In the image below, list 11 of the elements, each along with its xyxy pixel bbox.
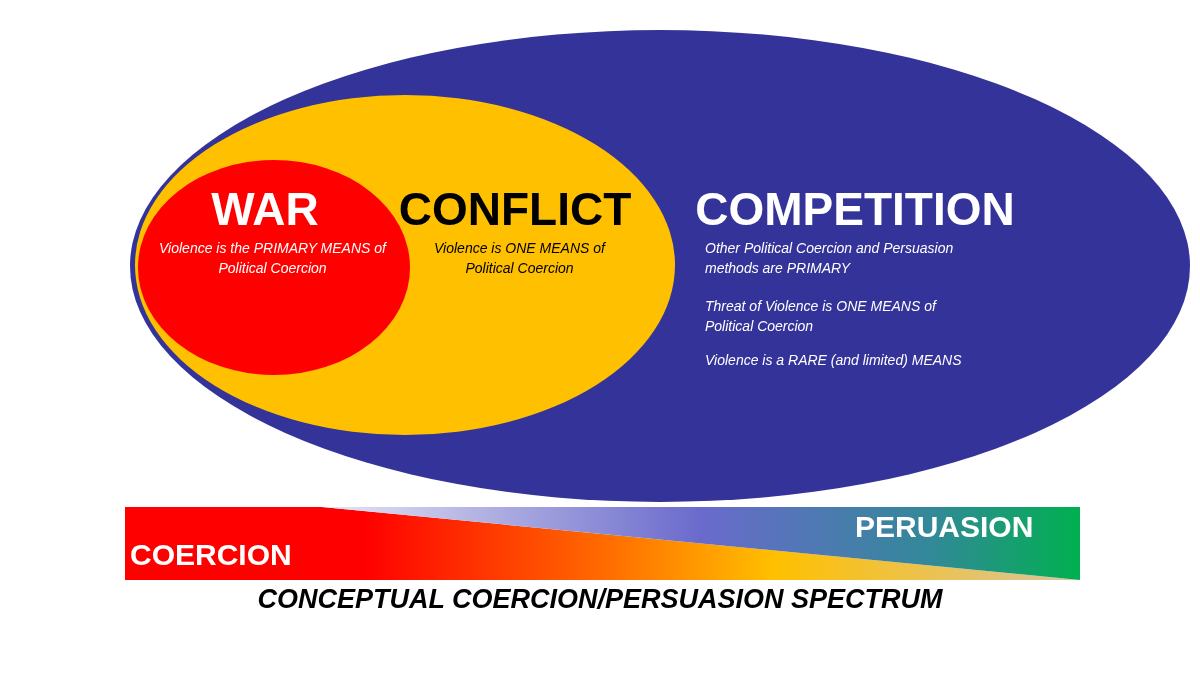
spectrum-end-label: COERCION xyxy=(130,540,292,570)
description-text: Violence is ONE MEANS of Political Coercion xyxy=(433,239,607,279)
spectrum-end-label: PERUASION xyxy=(855,512,1034,542)
spectrum-caption: CONCEPTUAL COERCION/PERSUASION SPECTRUM xyxy=(256,586,944,613)
ellipse-heading: CONFLICT xyxy=(397,186,633,232)
description-text: Violence is the PRIMARY MEANS of Political Coercion xyxy=(158,239,388,279)
description-text: Threat of Violence is ONE MEANS of Political Coercion xyxy=(705,297,938,337)
description-text: Violence is a RARE (and limited) MEANS xyxy=(705,351,963,370)
ellipse-heading: COMPETITION xyxy=(694,186,1016,232)
description-text: Other Political Coercion and Persuasion methods are PRIMARY xyxy=(705,239,955,279)
ellipse-heading: WAR xyxy=(210,186,320,232)
